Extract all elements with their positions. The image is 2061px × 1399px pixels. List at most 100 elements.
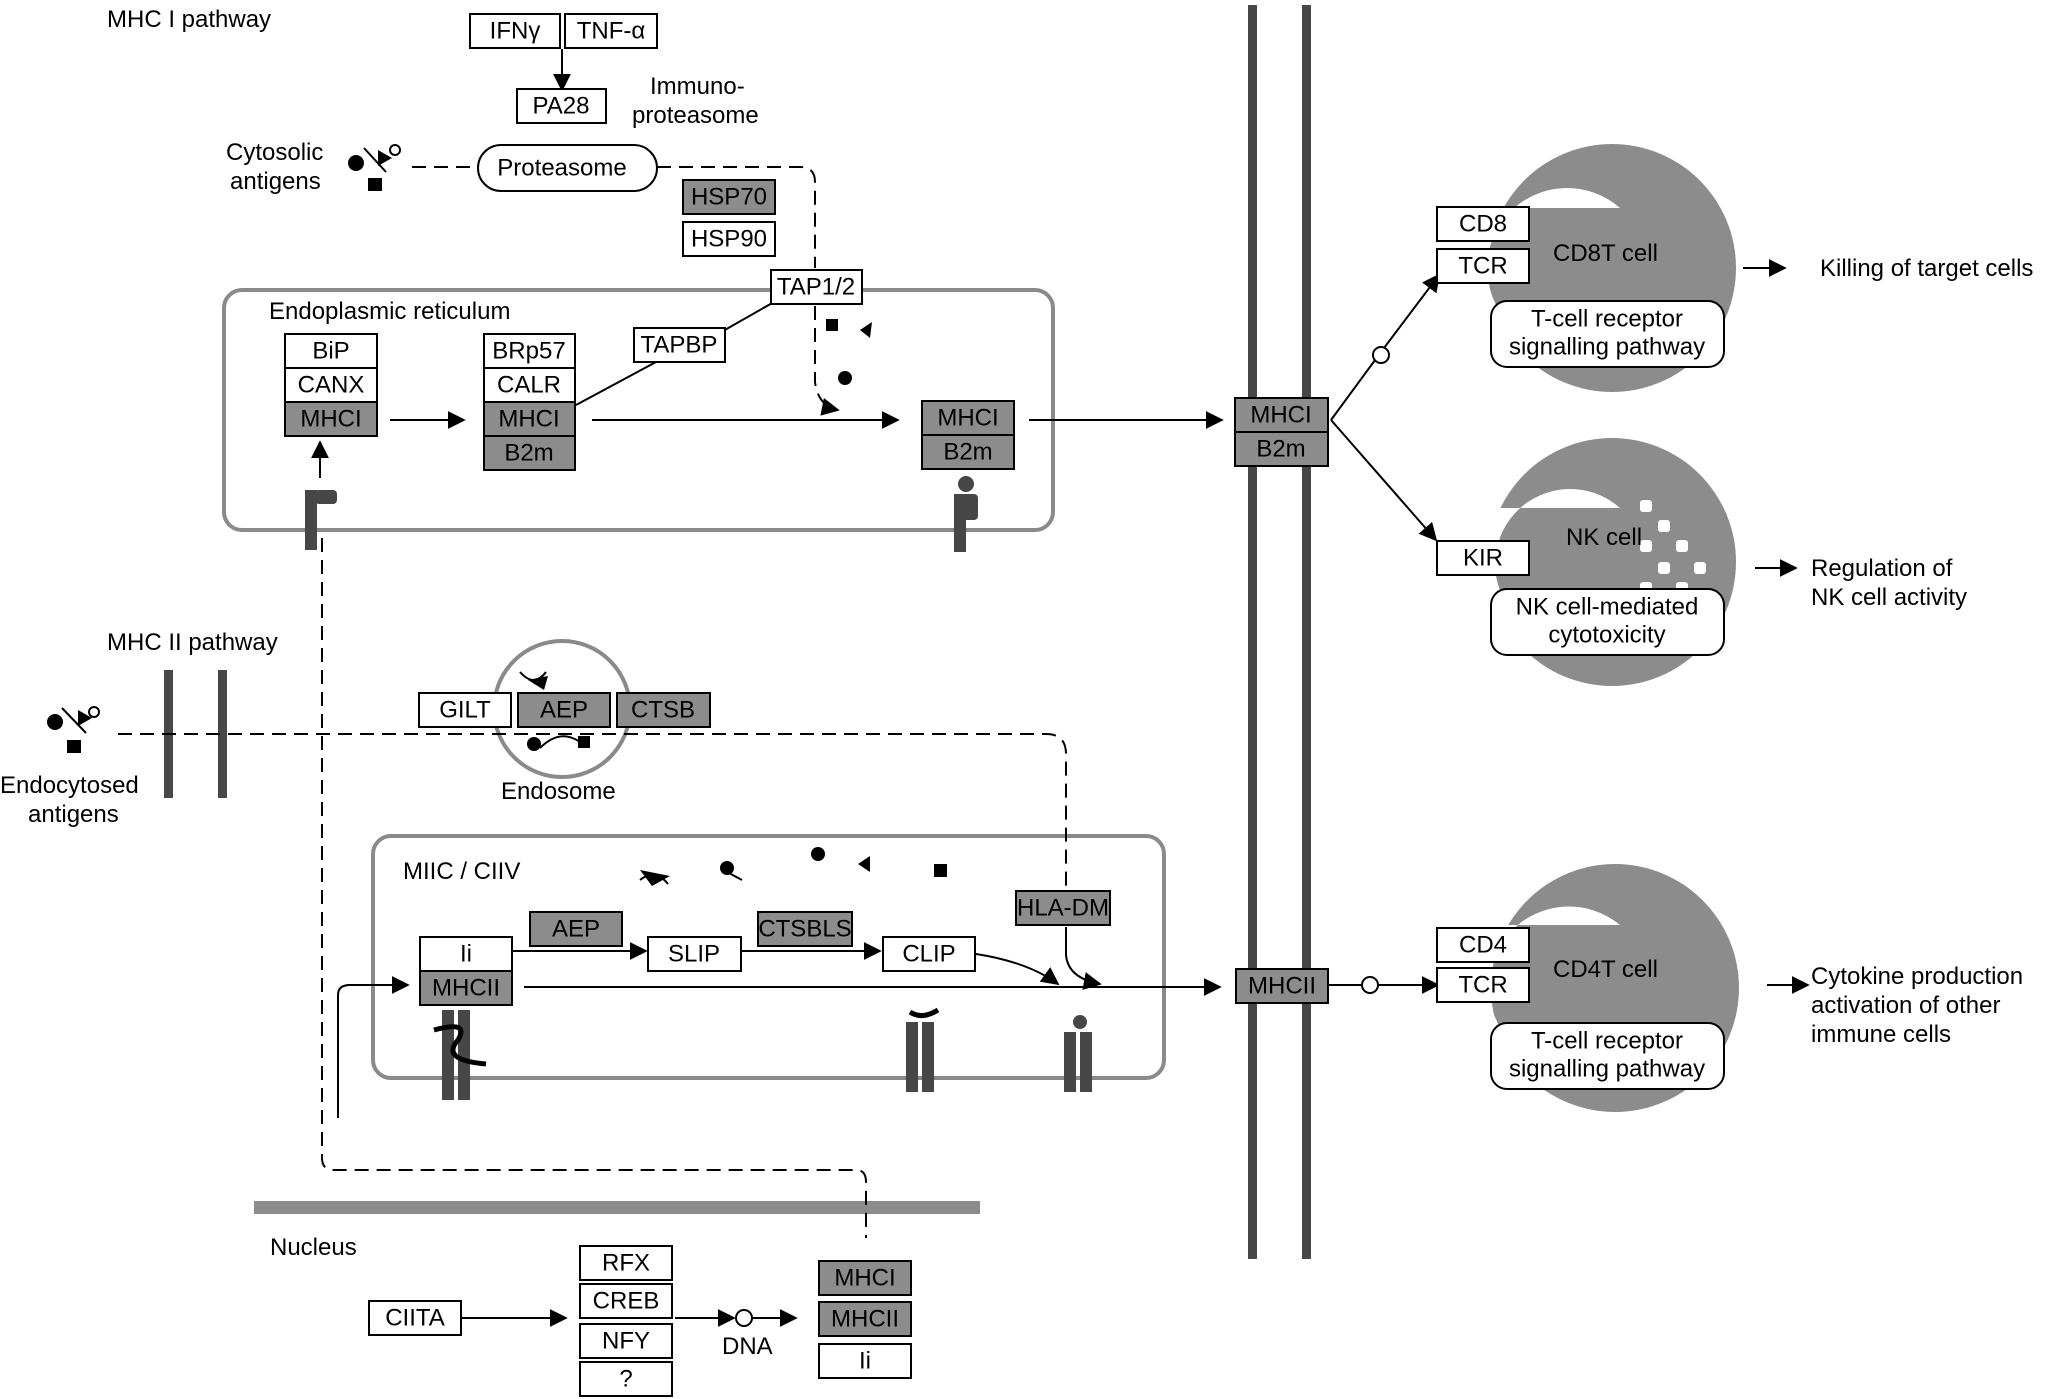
clip-box[interactable]	[882, 936, 976, 972]
mhcii-tcr-junction	[1361, 976, 1379, 994]
miic-peptides-icon	[639, 847, 947, 886]
mhci-er2-box[interactable]	[483, 401, 576, 437]
mhci-nuc-label: MHCI	[834, 1265, 895, 1292]
ctsbls-box[interactable]	[757, 911, 853, 947]
nk-pathway-label-1: NK cell-mediated	[1516, 594, 1699, 621]
mhci-to-kir-arrow	[1330, 419, 1438, 542]
rfx-box[interactable]	[579, 1245, 673, 1281]
aep-miic-box[interactable]	[529, 911, 623, 947]
miic-clip-mhcii-icon	[906, 1007, 940, 1092]
cd4-box[interactable]	[1436, 927, 1530, 963]
hladm-label: HLA-DM	[1017, 895, 1109, 922]
aep-endo-label: AEP	[540, 697, 588, 724]
miic-peptide-mhcii-icon	[1064, 1015, 1092, 1092]
cd8-pathway-box[interactable]	[1490, 300, 1725, 368]
hsp70-box[interactable]	[682, 179, 776, 215]
cd8-pathway-label-2: signalling pathway	[1509, 334, 1705, 361]
er-mhci-complex-icon	[954, 476, 978, 552]
mhcii-miic-box[interactable]	[419, 970, 513, 1006]
tap-label: TAP1/2	[777, 274, 855, 301]
tapbp-box[interactable]	[633, 327, 726, 363]
gilt-label: GILT	[439, 697, 491, 724]
mhcii-miic-label: MHCII	[432, 975, 500, 1002]
kir-box[interactable]	[1436, 540, 1530, 576]
mhci-er1-box[interactable]	[284, 401, 378, 437]
cd8-tcr-box[interactable]	[1436, 248, 1530, 284]
endocytosed-antigen-icon	[47, 706, 100, 753]
ifng-box[interactable]	[469, 13, 561, 49]
mhcii-nuc-box[interactable]	[818, 1301, 912, 1337]
creb-box[interactable]	[579, 1283, 673, 1319]
nfy-label: NFY	[602, 1328, 650, 1355]
b2m-er2-label: B2m	[504, 440, 553, 467]
dna-node	[735, 1309, 753, 1327]
cd8-outcome-label: Killing of target cells	[1820, 255, 2033, 282]
rfx-label: RFX	[602, 1250, 650, 1277]
pa28-box[interactable]	[516, 88, 607, 124]
miic-ii-mhcii-icon	[433, 1010, 487, 1100]
ifng-label: IFNγ	[490, 18, 541, 45]
er-translocon-icon	[305, 490, 337, 550]
immunoproteasome-label-1: Immuno-	[650, 73, 745, 100]
brp57-box[interactable]	[483, 333, 576, 369]
mhci-mem-label: MHCI	[1250, 402, 1311, 429]
mhci-nuc-box[interactable]	[818, 1260, 912, 1296]
pa28-label: PA28	[533, 93, 590, 120]
unknown-label: ?	[619, 1366, 632, 1393]
tapbp-label: TAPBP	[641, 332, 718, 359]
endosome-peptides-icon	[519, 671, 590, 751]
b2m-er2-box[interactable]	[483, 435, 576, 471]
ciita-box[interactable]	[368, 1300, 462, 1336]
hladm-box[interactable]	[1015, 890, 1111, 926]
cd4-label: CD4	[1459, 932, 1507, 959]
creb-label: CREB	[593, 1288, 660, 1315]
tnfa-box[interactable]	[564, 13, 658, 49]
cytosolic-antigens-label-1: Cytosolic	[226, 139, 323, 166]
cd4-pathway-label-2: signalling pathway	[1509, 1056, 1705, 1083]
cd8-pathway-label-1: T-cell receptor	[1531, 306, 1683, 333]
brp57-label: BRp57	[492, 338, 565, 365]
cd4-pathway-box[interactable]	[1490, 1022, 1725, 1090]
canx-box[interactable]	[284, 367, 378, 403]
cd4-tcr-box[interactable]	[1436, 967, 1530, 1003]
ctsb-box[interactable]	[616, 692, 711, 728]
plasma-membrane-outer	[1248, 5, 1257, 1259]
b2m-er3-label: B2m	[943, 439, 992, 466]
aep-endo-box[interactable]	[517, 692, 611, 728]
mhcii-mem-box[interactable]	[1235, 968, 1329, 1004]
unknown-box[interactable]	[579, 1361, 673, 1397]
miic-compartment	[371, 834, 1166, 1080]
tap-to-mhci-dash	[814, 306, 840, 416]
b2m-mem-box[interactable]	[1234, 431, 1329, 467]
bip-box[interactable]	[284, 333, 378, 369]
cd8-cell-name: CD8T cell	[1553, 240, 1658, 267]
tap-box[interactable]	[770, 269, 863, 305]
immunoproteasome-label-2: proteasome	[632, 102, 759, 129]
mhc2-pathway-title: MHC II pathway	[107, 629, 278, 656]
cd8-box[interactable]	[1436, 206, 1530, 242]
hladm-to-mhcii	[1065, 927, 1102, 990]
endocytosed-antigens-label-1: Endocytosed	[0, 772, 139, 799]
b2m-mem-label: B2m	[1256, 436, 1305, 463]
cd4-outcome-label-1: Cytokine production	[1811, 963, 2023, 990]
nfy-box[interactable]	[579, 1323, 673, 1359]
mhci-er1-label: MHCI	[300, 406, 361, 433]
clip-to-mhcii-arrow	[975, 953, 1060, 986]
gilt-box[interactable]	[418, 692, 512, 728]
cd4-outcome-label-3: immune cells	[1811, 1021, 1951, 1048]
cd4-outcome-label-2: activation of other	[1811, 992, 2000, 1019]
ctsbls-label: CTSBLS	[758, 916, 851, 943]
ii-nuc-box[interactable]	[818, 1343, 912, 1379]
nk-pathway-label-2: cytotoxicity	[1548, 622, 1665, 649]
nk-pathway-box[interactable]	[1490, 588, 1725, 656]
slip-box[interactable]	[647, 936, 742, 972]
mhci-cd8-junction	[1372, 346, 1390, 364]
b2m-er3-box[interactable]	[921, 434, 1015, 470]
mhcii-nuc-label: MHCII	[831, 1306, 899, 1333]
calr-box[interactable]	[483, 367, 576, 403]
nk-outcome-label-2: NK cell activity	[1811, 584, 1967, 611]
cd4-pathway-label-1: T-cell receptor	[1531, 1028, 1683, 1055]
ctsb-label: CTSB	[631, 697, 695, 724]
proteasome-box[interactable]	[477, 144, 658, 192]
hsp90-box[interactable]	[682, 221, 776, 257]
